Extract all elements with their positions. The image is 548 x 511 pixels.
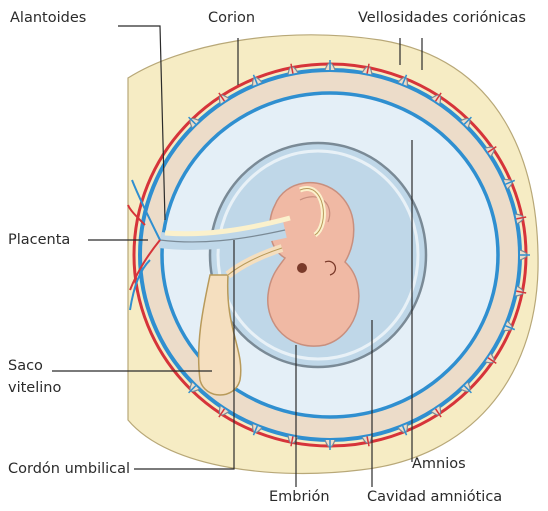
label-cordon-umbilical: Cordón umbilical [8,461,130,478]
label-alantoides: Alantoides [10,10,86,27]
label-cavidad-amniotica: Cavidad amniótica [367,489,502,506]
label-vitelino: vitelino [8,380,61,397]
label-embrion: Embrión [269,489,330,506]
label-amnios: Amnios [412,456,466,473]
label-corion: Corion [208,10,255,27]
embryo [268,183,359,346]
label-saco: Saco [8,358,43,375]
label-placenta: Placenta [8,232,70,249]
label-vellosidades-corionicas: Vellosidades coriónicas [358,10,526,27]
